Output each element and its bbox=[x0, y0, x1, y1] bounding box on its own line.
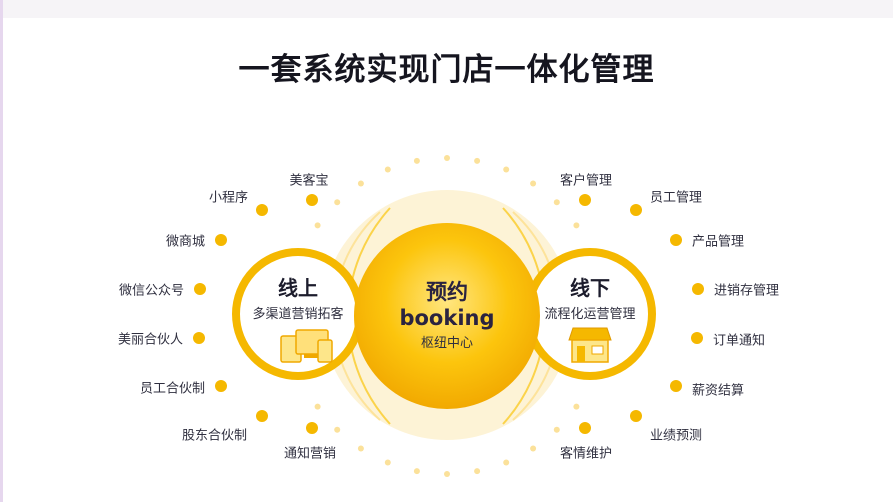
online-item-miniprogram: 小程序 bbox=[208, 190, 248, 206]
offline-text: 线下 流程化运营管理 bbox=[544, 272, 635, 322]
decor-dot bbox=[384, 166, 391, 173]
online-item-microstore: 微商城 bbox=[165, 234, 205, 250]
top-band bbox=[0, 0, 893, 18]
offline-item-salary-settlement: 薪资结算 bbox=[692, 383, 745, 399]
decor-dot bbox=[314, 222, 321, 229]
decor-dot bbox=[444, 471, 450, 477]
left-edge bbox=[0, 0, 3, 502]
decor-dot bbox=[573, 403, 580, 410]
decor-dot bbox=[334, 199, 341, 206]
online-subtitle: 多渠道营销拓客 bbox=[252, 307, 344, 322]
offline-item-order-notice: 订单通知 bbox=[713, 333, 766, 349]
decor-dot bbox=[357, 445, 364, 452]
offline-nodes bbox=[579, 194, 704, 434]
decor-dot bbox=[314, 403, 321, 410]
online-text: 线上 多渠道营销拓客 bbox=[252, 272, 343, 322]
decor-dot bbox=[384, 459, 391, 466]
decor-dot bbox=[530, 180, 537, 187]
decor-dot bbox=[474, 157, 481, 164]
offline-item-staff-mgmt: 员工管理 bbox=[650, 190, 703, 206]
online-item-shareholder-partnership: 股东合伙制 bbox=[181, 428, 247, 444]
offline-item-performance-forecast: 业绩预测 bbox=[650, 428, 703, 444]
online-title: 线上 bbox=[277, 276, 318, 300]
bottom-dots bbox=[314, 403, 580, 477]
decor-dot bbox=[530, 445, 537, 452]
online-item-beauty-partner: 美丽合伙人 bbox=[117, 332, 183, 348]
decor-dot bbox=[334, 426, 341, 433]
storefront-icon bbox=[568, 327, 612, 363]
offline-item-product-mgmt: 产品管理 bbox=[692, 234, 745, 250]
offline-title: 线下 bbox=[569, 276, 610, 300]
decor-dot bbox=[503, 166, 510, 173]
decor-dot bbox=[553, 199, 560, 206]
offline-subtitle: 流程化运营管理 bbox=[544, 307, 636, 322]
offline-item-client-relations: 客情维护 bbox=[559, 446, 613, 462]
online-item-notification-marketing: 通知营销 bbox=[283, 446, 337, 462]
offline-item-inventory-mgmt: 进销存管理 bbox=[714, 283, 780, 299]
online-item-wechat-account: 微信公众号 bbox=[118, 283, 184, 299]
online-nodes bbox=[193, 194, 318, 434]
decor-dot bbox=[444, 155, 450, 161]
decor-dot bbox=[357, 180, 364, 187]
decor-dot bbox=[573, 222, 580, 229]
center-text: 预约 booking 枢纽中心 bbox=[399, 276, 494, 351]
decor-dot bbox=[413, 157, 420, 164]
devices-icon bbox=[280, 329, 333, 363]
decor-dot bbox=[474, 468, 481, 475]
center-booking: booking bbox=[399, 306, 495, 330]
decor-dot bbox=[553, 426, 560, 433]
online-item-staff-partnership: 员工合伙制 bbox=[139, 381, 205, 397]
page-title: 一套系统实现门店一体化管理 bbox=[238, 52, 655, 88]
center-subtitle: 枢纽中心 bbox=[420, 336, 474, 351]
decor-dot bbox=[503, 459, 510, 466]
top-dots bbox=[314, 155, 580, 229]
center-title: 预约 bbox=[425, 280, 468, 304]
online-item-meikebao: 美客宝 bbox=[289, 173, 329, 189]
offline-item-customer-mgmt: 客户管理 bbox=[559, 173, 613, 189]
decor-dot bbox=[413, 468, 420, 475]
center-circle bbox=[354, 223, 540, 409]
